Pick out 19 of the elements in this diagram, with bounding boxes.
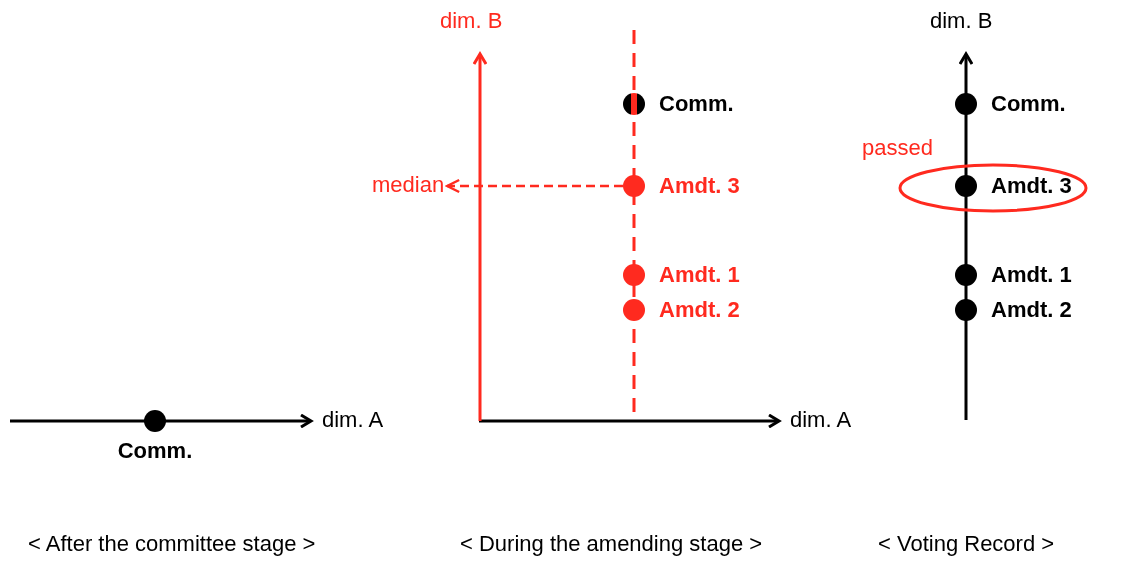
- point-label: Amdt. 3: [659, 173, 740, 199]
- dashed-arrow: [445, 178, 623, 194]
- point-label: Amdt. 1: [659, 262, 740, 288]
- panel-caption: < Voting Record >: [878, 531, 1055, 557]
- annotation-label: passed: [862, 135, 933, 161]
- median-label: median: [372, 172, 445, 198]
- point-label: Amdt. 3: [991, 173, 1072, 199]
- point-label: Comm.: [659, 91, 734, 117]
- axis-label: dim. B: [440, 8, 503, 34]
- panel-caption: < After the committee stage >: [28, 531, 316, 557]
- axis-label: dim. A: [790, 407, 852, 433]
- point-label: Amdt. 1: [991, 262, 1072, 288]
- point-label: Comm.: [991, 91, 1066, 117]
- axis-label: dim. A: [322, 407, 384, 433]
- point-label: Amdt. 2: [991, 297, 1072, 323]
- axis-label: dim. B: [930, 8, 993, 34]
- panel-caption: < During the amending stage >: [460, 531, 763, 557]
- point-label: Comm.: [117, 438, 193, 464]
- point-label: Amdt. 2: [659, 297, 740, 323]
